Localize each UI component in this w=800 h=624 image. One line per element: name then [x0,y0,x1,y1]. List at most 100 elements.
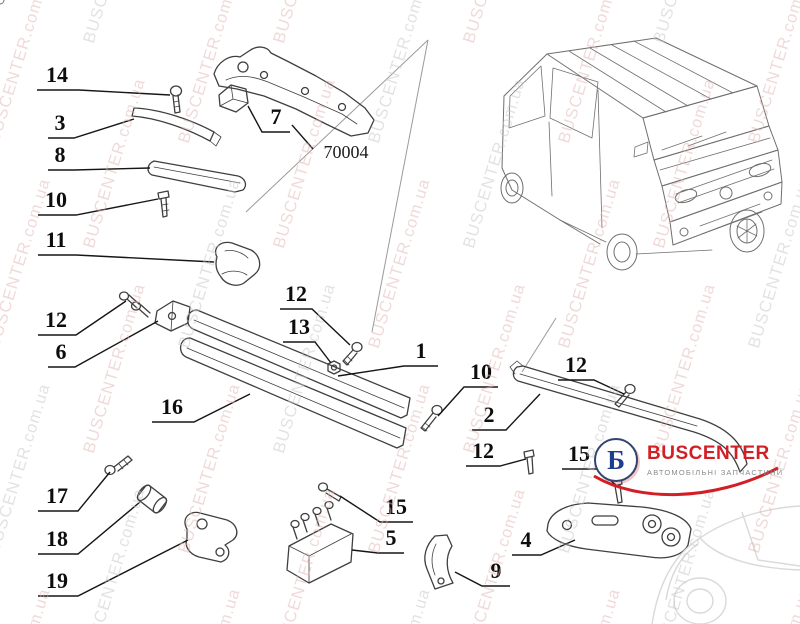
part-number-label: 14 [46,62,68,87]
vehicle-illustration-shape [633,141,649,158]
part-roller-bracket-5-shape [290,519,300,529]
leader-line [37,89,171,96]
part-latch-plate-19-shape [196,518,208,530]
part-screws-12-left-shape [138,304,151,318]
vehicle-illustration-shape [546,37,758,119]
part-bolt-10-left [157,190,170,218]
part-number-label: 15 [385,494,407,519]
part-bolt-12-bottom-shape [526,456,534,475]
part-lower-trim-8 [147,160,247,193]
part-roller-bracket-5-shape [324,500,334,510]
part-lower-bracket-4-shape [661,527,681,547]
leader-line [48,167,151,171]
leader-line [512,539,576,556]
part-roller-bracket-5-shape [292,526,298,540]
leader-line [558,379,625,395]
vehicle-illustration-shape [505,179,519,197]
part-screw-14 [169,85,183,114]
part-bushing-18-shape [136,484,152,502]
part-number-label: 6 [56,339,67,364]
leader-line [48,320,159,368]
buscenter-logo-mark: Б [594,438,638,482]
part-screw-14-shape [172,94,181,114]
part-latch-plate-19-shape [184,511,238,563]
part-hinge-bracket-6-shape [170,300,174,332]
vehicle-illustration-shape [606,233,638,271]
part-bushing-18-shape [152,496,168,514]
part-bushing-18 [136,484,168,514]
assoc-line [245,39,429,213]
part-upper-bracket-70004-shape [300,86,310,96]
part-screw-12-center-shape [342,349,358,366]
leader-line [280,308,351,346]
part-guide-clip-11 [215,241,261,286]
part-number-label: 18 [46,526,68,551]
logo-text-block: BUSCENTER АВТОМОБІЛЬНІ ЗАПЧАСТИНИ [647,443,783,477]
leader-line [38,254,215,263]
leader-line [48,118,135,139]
part-screw-12-right-shape [624,383,636,395]
vehicle-illustration-shape [661,131,727,151]
part-end-cap-7-shape [219,84,249,107]
leader-line [247,105,290,133]
part-upper-bracket-70004-shape [259,70,269,80]
part-number-label: 12 [285,281,307,306]
part-bolt-15-center-shape [325,488,342,502]
part-nut-13-shape [327,360,341,375]
part-screw-12-right-shape [614,391,630,408]
part-number-label: 12 [472,438,494,463]
part-upper-bracket-70004-shape [213,46,375,137]
ghost-van-illustration-shape [699,537,800,571]
part-number-label: 19 [46,568,68,593]
assoc-line [371,39,429,333]
ghost-van-illustration-shape [673,577,727,624]
part-screw-12-center-shape [343,355,353,366]
part-bolt-10-right-shape [420,412,437,432]
part-lower-bracket-4 [546,502,692,559]
leader-line [38,300,127,336]
association-lines [245,39,557,373]
part-roller-bracket-5 [286,500,354,584]
part-roller-bracket-5-shape [286,523,354,584]
vehicle-illustration-shape [699,203,763,235]
leader-line [38,471,111,512]
part-guide-clip-11-shape [215,241,261,286]
vehicle-illustration-shape [719,186,733,200]
part-bolt-12-bottom [523,449,535,475]
part-nut-13-shape [330,364,338,371]
part-number-label: 4 [521,527,532,552]
part-bolt-10-right-shape [431,404,443,416]
part-screws-12-left-shape [130,301,142,311]
vehicle-illustration-shape [729,209,765,253]
part-upper-bracket-70004 [213,46,375,137]
leader-line [437,386,498,417]
assoc-line [521,317,557,373]
part-rail-1-shape [193,319,405,409]
part-lower-bracket-4-shape [591,515,619,526]
part-roller-bracket-5-shape [288,533,352,584]
part-end-cap-7 [218,84,249,113]
part-code-label: 70004 [324,142,369,162]
leader-line [38,539,189,597]
exploded-parts [104,46,748,590]
logo-monogram: Б [607,444,625,475]
vehicle-illustration-shape [661,149,783,223]
vehicle-illustration-shape [669,181,783,246]
leader-line [339,495,413,523]
vehicle-illustration-shape [674,188,698,204]
part-number-label: 1 [416,338,427,363]
part-roller-bracket-5-shape [326,507,332,521]
part-screw-15-right-shape [614,484,623,504]
part-rail-1 [186,309,411,419]
vehicle-illustration-shape [501,53,601,245]
vehicle-illustration-shape [679,227,689,237]
part-rail-2 [509,360,748,473]
vehicle-illustration [0,0,783,271]
part-nut-13 [327,360,341,375]
part-number-label: 11 [46,227,67,252]
part-upper-bracket-70004-shape [225,76,358,125]
part-screw-12-center [342,341,363,366]
part-number-label: 9 [491,558,502,583]
